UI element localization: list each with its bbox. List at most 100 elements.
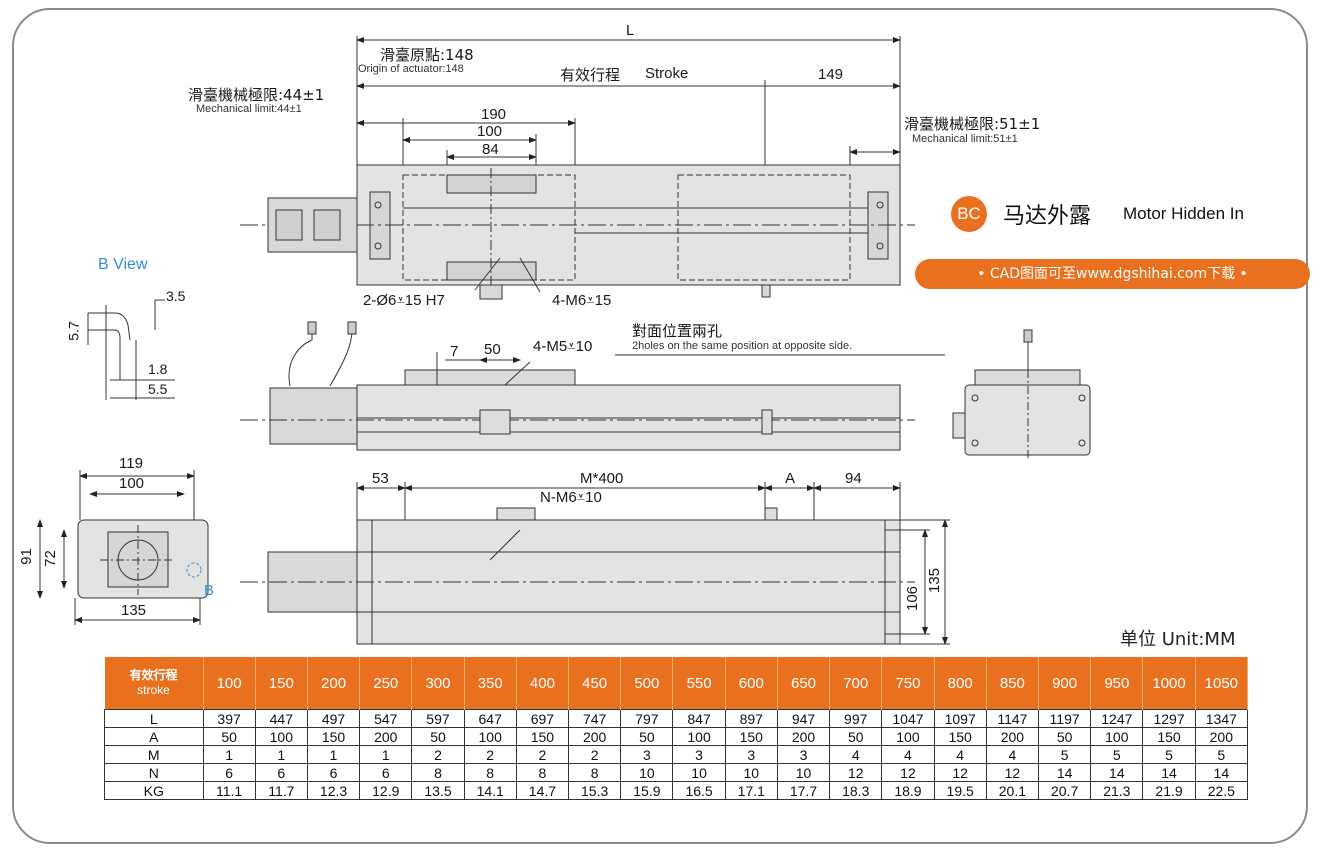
cad-download-note[interactable]: • CAD图面可至www.dgshihai.com下载 • [915, 259, 1310, 289]
table-cell: 18.3 [829, 781, 883, 800]
table-cell: 12 [829, 763, 883, 782]
table-cell: 6 [202, 763, 256, 782]
table-cell: 2 [411, 745, 465, 764]
table-cell: 8 [568, 763, 622, 782]
table-cell: 17.7 [776, 781, 831, 800]
table-cell: 12.3 [306, 781, 361, 800]
table-cell: 2 [463, 745, 517, 764]
stroke-header-cell: 1050 [1195, 657, 1249, 710]
table-cell: 10 [672, 763, 726, 782]
table-cell: 100 [672, 727, 726, 746]
stroke-header-cell: 550 [672, 657, 726, 710]
table-cell: 1147 [985, 709, 1040, 728]
table-cell: 897 [724, 709, 778, 728]
table-cell: 1247 [1090, 709, 1144, 728]
dim-91: 91 [17, 548, 35, 565]
table-cell: 6 [306, 763, 361, 782]
dim-100: 100 [477, 123, 503, 140]
table-cell: 150 [1142, 727, 1196, 746]
table-cell: 4 [933, 745, 987, 764]
table-cell: 3 [776, 745, 831, 764]
table-cell: 1 [306, 745, 361, 764]
unit-label: 单位 Unit:MM [1120, 629, 1236, 650]
mech-limit-left-cn: 滑臺機械極限:44±1 [188, 86, 325, 104]
table-cell: 647 [463, 709, 517, 728]
table-cell: 15.3 [568, 781, 622, 800]
table-cell: 17.1 [724, 781, 778, 800]
row-label: KG [104, 781, 204, 800]
table-cell: 1 [359, 745, 413, 764]
table-cell: 20.7 [1037, 781, 1092, 800]
table-cell: 21.9 [1142, 781, 1196, 800]
side-view [240, 321, 945, 451]
stroke-header-cell: 800 [934, 657, 987, 710]
table-cell: 100 [881, 727, 935, 746]
row-label: A [104, 727, 204, 746]
stroke-header-cell: 100 [203, 657, 256, 710]
table-cell: 2 [515, 745, 570, 764]
table-cell: 14 [1142, 763, 1196, 782]
table-cell: 16.5 [672, 781, 726, 800]
product-name-cn: 马达外露 [1003, 204, 1092, 229]
table-cell: 14.7 [515, 781, 570, 800]
table-cell: 12.9 [359, 781, 413, 800]
table-cell: 4 [985, 745, 1040, 764]
table-cell: 1197 [1037, 709, 1092, 728]
dim-50: 50 [484, 341, 501, 358]
table-cell: 50 [829, 727, 883, 746]
table-cell: 150 [933, 727, 987, 746]
stroke-header-cell: 650 [777, 657, 831, 710]
table-cell: 497 [306, 709, 361, 728]
stroke-header-cell: 900 [1038, 657, 1092, 710]
dim-3-5: 3.5 [166, 288, 186, 304]
dim-84: 84 [482, 141, 499, 158]
table-cell: 150 [724, 727, 778, 746]
table-cell: 1047 [881, 709, 935, 728]
end-view [37, 470, 209, 625]
page-frame [12, 8, 1308, 844]
top-view [240, 36, 915, 300]
table-cell: 397 [202, 709, 256, 728]
table-cell: 150 [306, 727, 361, 746]
table-cell: 997 [829, 709, 883, 728]
b-marker: B [204, 582, 215, 599]
stroke-header-cell: 750 [881, 657, 935, 710]
table-cell: 4 [881, 745, 935, 764]
table-cell: 547 [359, 709, 413, 728]
dim-72: 72 [41, 550, 59, 567]
end-dim-100: 100 [119, 475, 145, 492]
dim-106: 106 [904, 585, 922, 612]
table-cell: 19.5 [933, 781, 987, 800]
table-cell: 15.9 [620, 781, 674, 800]
stroke-header-cell: 700 [829, 657, 883, 710]
dim-190: 190 [481, 106, 507, 123]
table-cell: 5 [1090, 745, 1144, 764]
table-cell: 847 [672, 709, 726, 728]
table-cell: 2 [568, 745, 622, 764]
table-cell: 797 [620, 709, 674, 728]
table-cell: 100 [463, 727, 517, 746]
origin-label-en: Origin of actuator:148 [358, 63, 464, 75]
dim-53: 53 [372, 470, 389, 487]
pin-hole-label: 2-Ø6⩡15 H7 [363, 292, 445, 309]
pitch-label: M*400 [580, 470, 624, 487]
stroke-header: 有效行程 stroke [104, 657, 204, 710]
table-cell: 3 [724, 745, 778, 764]
table-cell: 1097 [933, 709, 987, 728]
table-cell: 200 [568, 727, 622, 746]
table-cell: 200 [1194, 727, 1249, 746]
dim-a-label: A [785, 470, 796, 487]
length-label: L [626, 22, 635, 39]
opposite-holes-en: 2holes on the same position at opposite … [632, 340, 853, 352]
table-cell: 3 [672, 745, 726, 764]
stroke-header-cell: 300 [411, 657, 465, 710]
stroke-header-cell: 950 [1090, 657, 1144, 710]
bottom-tap-hole-label: N-M6⩡10 [540, 489, 602, 506]
table-cell: 22.5 [1194, 781, 1249, 800]
stroke-header-en: stroke [137, 683, 170, 697]
